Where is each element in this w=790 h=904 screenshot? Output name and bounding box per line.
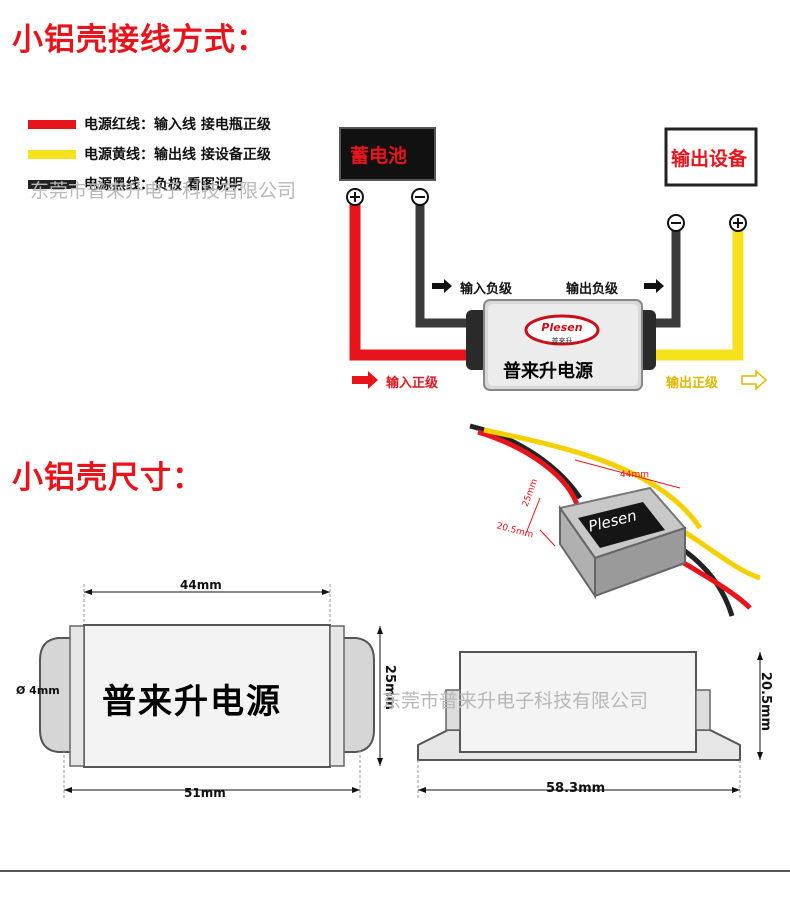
- input-positive-label: 输入正级: [386, 376, 439, 391]
- legend-red-label: 电源红线：输入线 接电瓶正级: [84, 117, 271, 133]
- legend-yellow-label: 电源黄线：输出线 接设备正级: [84, 147, 271, 163]
- device-box: [664, 127, 758, 187]
- output-positive-label: 输出正级: [666, 376, 719, 391]
- minus-terminal-icon: [411, 188, 429, 206]
- side-view-length: 58.3mm: [546, 781, 606, 796]
- arrow-right-icon: [352, 371, 378, 389]
- side-view-body: [459, 651, 697, 753]
- top-view-total-length: 51mm: [184, 786, 226, 800]
- output-negative-label: 输出负级: [566, 282, 619, 297]
- brand-logo-sub: 普来升: [551, 337, 573, 345]
- bottom-divider: [0, 870, 790, 872]
- watermark-2: 东莞市普来升电子科技有限公司: [382, 690, 649, 712]
- black-input-wire: [415, 198, 484, 328]
- legend-black: 电源黑线：负极 看图说明: [28, 174, 243, 194]
- yellow-swatch: [28, 149, 76, 159]
- device-label: 输出设备: [671, 148, 748, 170]
- legend-black-label: 电源黑线：负极 看图说明: [84, 177, 243, 193]
- legend-yellow: 电源黄线：输出线 接设备正级: [28, 144, 271, 164]
- top-view-length: 44mm: [180, 578, 222, 592]
- top-view-drawing: [39, 584, 383, 798]
- arrow-right-icon: [741, 369, 768, 391]
- side-view-drawing: [417, 651, 763, 798]
- arrow-right-icon: [432, 279, 452, 293]
- battery-label: 蓄电池: [350, 145, 408, 167]
- arrow-right-icon: [644, 279, 664, 293]
- red-wire: [349, 198, 484, 361]
- minus-terminal-icon: [667, 214, 685, 232]
- plus-terminal-icon: [346, 188, 364, 206]
- photo-label-panel: [578, 502, 665, 548]
- brand-logo: [524, 314, 600, 346]
- legend-red: 电源红线：输入线 接电瓶正级: [28, 114, 271, 134]
- yellow-wire: [642, 225, 744, 361]
- black-output-wire: [642, 225, 681, 328]
- product-photo: [469, 423, 761, 617]
- black-swatch: [28, 179, 76, 189]
- top-view-body: [83, 624, 331, 768]
- side-view-height: 20.5mm: [758, 671, 774, 732]
- plus-terminal-icon: [729, 214, 747, 232]
- input-negative-label: 输入负级: [460, 282, 513, 297]
- wiring-title: 小铝壳接线方式：: [12, 22, 268, 58]
- size-title: 小铝壳尺寸：: [12, 460, 204, 496]
- brand-logo-text: Plesen: [541, 321, 583, 334]
- red-swatch: [28, 119, 76, 129]
- photo-dim-length: 44mm: [620, 470, 649, 480]
- top-view-label: 普来升电源: [102, 682, 282, 722]
- wiring-diagram: [339, 127, 768, 391]
- photo-wire-yellow: [483, 427, 703, 530]
- battery-box: [339, 127, 436, 181]
- watermark-1: 东莞市普来升电子科技有限公司: [30, 180, 297, 202]
- top-view-hole: Ø 4mm: [16, 684, 60, 697]
- module-name: 普来升电源: [503, 361, 593, 382]
- photo-wire-red: [477, 429, 581, 509]
